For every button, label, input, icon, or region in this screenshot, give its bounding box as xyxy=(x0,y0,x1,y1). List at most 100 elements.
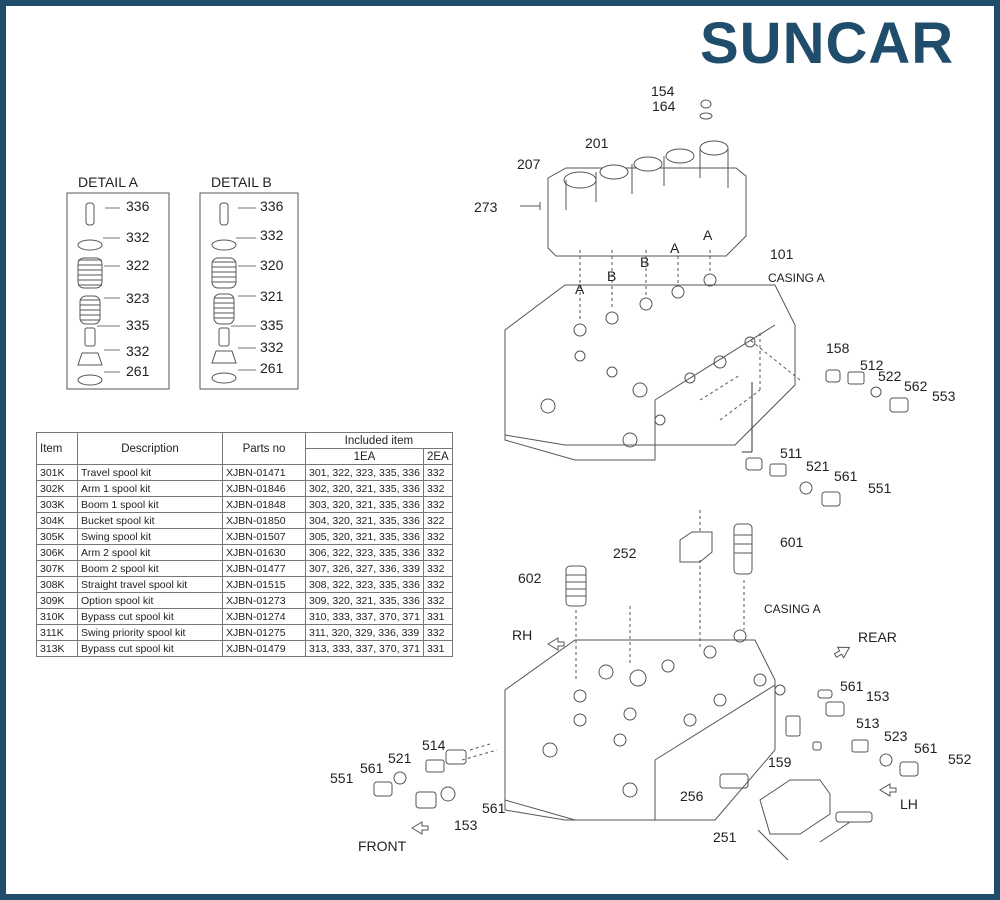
cell-included-1ea: 311, 320, 329, 336, 339 xyxy=(305,624,424,641)
cell-description: Travel spool kit xyxy=(77,464,223,481)
upper-casing-drawing xyxy=(504,250,909,507)
part-label-601: 601 xyxy=(780,534,804,550)
cell-included-1ea: 305, 320, 321, 335, 336 xyxy=(305,528,424,545)
part-label-514: 514 xyxy=(422,737,446,753)
logo-text: SUNCAR xyxy=(700,11,955,76)
direction-label-rh: RH xyxy=(512,627,533,643)
casing-label-lower: CASING A xyxy=(764,602,821,616)
lower-casing-drawing xyxy=(373,510,919,861)
cell-item: 304K xyxy=(36,512,78,529)
cell-description: Bypass cut spool kit xyxy=(77,608,223,625)
part-label-101: 101 xyxy=(770,246,794,262)
detail-b-label: 335 xyxy=(260,317,284,333)
header-1ea: 1EA xyxy=(305,448,424,465)
cell-included-2ea: 332 xyxy=(422,544,453,561)
cell-item: 311K xyxy=(36,624,78,641)
cell-included-2ea: 331 xyxy=(422,640,453,657)
part-label-153: 153 xyxy=(866,688,890,704)
detail-b-label: 320 xyxy=(260,257,284,273)
cell-description: Straight travel spool kit xyxy=(77,576,223,593)
cell-included-2ea: 332 xyxy=(422,592,453,609)
detail-b-label: 332 xyxy=(260,227,284,243)
cell-description: Option spool kit xyxy=(77,592,223,609)
part-label-207: 207 xyxy=(517,156,541,172)
cell-included-1ea: 313, 333, 337, 370, 371 xyxy=(305,640,424,657)
cell-item: 310K xyxy=(36,608,78,625)
header-parts-no: Parts no xyxy=(222,432,306,465)
cell-parts-no: XJBN-01850 xyxy=(222,512,306,529)
detail-b-label: 332 xyxy=(260,339,284,355)
cell-included-1ea: 302, 320, 321, 335, 336 xyxy=(305,480,424,497)
direction-label-lh: LH xyxy=(900,796,918,812)
cell-item: 305K xyxy=(36,528,78,545)
part-label-523: 523 xyxy=(884,728,908,744)
part-label-602: 602 xyxy=(518,570,542,586)
detail-a-drawing xyxy=(66,192,170,390)
part-label-552: 552 xyxy=(948,751,972,767)
cell-parts-no: XJBN-01471 xyxy=(222,464,306,481)
cell-included-2ea: 332 xyxy=(422,496,453,513)
header-item: Item xyxy=(36,432,78,465)
cell-included-2ea: 322 xyxy=(422,512,453,529)
cell-parts-no: XJBN-01477 xyxy=(222,560,306,577)
cell-included-2ea: 332 xyxy=(422,480,453,497)
cell-description: Bucket spool kit xyxy=(77,512,223,529)
cell-description: Swing priority spool kit xyxy=(77,624,223,641)
cell-item: 302K xyxy=(36,480,78,497)
cell-item: 309K xyxy=(36,592,78,609)
part-label-561: 561 xyxy=(840,678,864,694)
cell-included-1ea: 307, 326, 327, 336, 339 xyxy=(305,560,424,577)
detail-a-label: 332 xyxy=(126,343,150,359)
part-label-251: 251 xyxy=(713,829,737,845)
part-label-561: 561 xyxy=(834,468,858,484)
detail-a-label: 336 xyxy=(126,198,150,214)
cell-description: Boom 1 spool kit xyxy=(77,496,223,513)
header-included: Included item xyxy=(305,432,453,449)
part-label-273: 273 xyxy=(474,199,498,215)
detail-a-label: 322 xyxy=(126,257,150,273)
cell-included-1ea: 304, 320, 321, 335, 336 xyxy=(305,512,424,529)
part-label-522: 522 xyxy=(878,368,902,384)
direction-label-front: FRONT xyxy=(358,838,407,854)
cell-parts-no: XJBN-01630 xyxy=(222,544,306,561)
part-label-553: 553 xyxy=(932,388,956,404)
suncar-logo: SUNCAR xyxy=(700,11,990,76)
cell-item: 303K xyxy=(36,496,78,513)
cell-included-1ea: 303, 320, 321, 335, 336 xyxy=(305,496,424,513)
part-label-158: 158 xyxy=(826,340,850,356)
detail-b-label: 321 xyxy=(260,288,284,304)
port-label-b: B xyxy=(607,268,617,284)
cell-item: 306K xyxy=(36,544,78,561)
part-label-561: 561 xyxy=(914,740,938,756)
cell-parts-no: XJBN-01507 xyxy=(222,528,306,545)
cell-parts-no: XJBN-01515 xyxy=(222,576,306,593)
detail-b-drawing xyxy=(199,192,299,390)
detail-a-label: 261 xyxy=(126,363,150,379)
cell-item: 313K xyxy=(36,640,78,657)
part-label-201: 201 xyxy=(585,135,609,151)
cell-included-2ea: 332 xyxy=(422,464,453,481)
cell-parts-no: XJBN-01275 xyxy=(222,624,306,641)
direction-label-rear: REAR xyxy=(858,629,897,645)
cell-included-2ea: 332 xyxy=(422,576,453,593)
part-label-164: 164 xyxy=(652,98,676,114)
part-label-159: 159 xyxy=(768,754,792,770)
part-label-561: 561 xyxy=(360,760,384,776)
cell-parts-no: XJBN-01479 xyxy=(222,640,306,657)
part-label-512: 512 xyxy=(860,357,884,373)
part-label-252: 252 xyxy=(613,545,637,561)
part-label-154: 154 xyxy=(651,83,675,99)
cell-description: Boom 2 spool kit xyxy=(77,560,223,577)
cell-parts-no: XJBN-01848 xyxy=(222,496,306,513)
part-label-561: 561 xyxy=(482,800,506,816)
